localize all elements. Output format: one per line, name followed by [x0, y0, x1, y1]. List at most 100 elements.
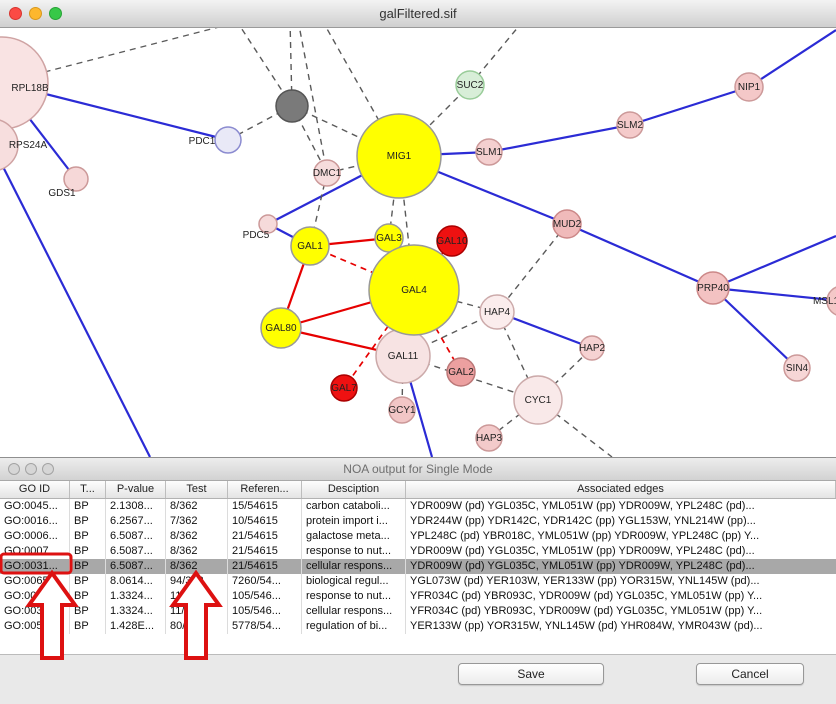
graph-node-HAP3[interactable]	[475, 424, 503, 452]
graph-node-SIN4[interactable]	[783, 354, 811, 382]
graph-node-SUC2[interactable]	[455, 70, 485, 100]
graph-edge-pp[interactable]	[712, 234, 836, 290]
graph-node-unlabeled[interactable]	[275, 89, 309, 123]
minimize-button[interactable]	[29, 7, 42, 20]
column-header-2[interactable]: P-value	[106, 481, 166, 498]
column-header-0[interactable]: GO ID	[0, 481, 70, 498]
cell-edges: YDR009W (pd) YGL035C, YML051W (pp) YDR00…	[410, 545, 755, 557]
cell-description: carbon cataboli...	[302, 499, 406, 514]
cell-p_value: 1.3324...	[106, 604, 166, 619]
cell-go_id: GO:0045...	[0, 499, 70, 514]
cell-test: 94/362	[166, 574, 228, 589]
network-window-title: galFiltered.sif	[379, 6, 457, 21]
column-header-3[interactable]: Test	[166, 481, 228, 498]
graph-edge-pd[interactable]	[291, 105, 400, 157]
graph-node-HAP2[interactable]	[579, 335, 605, 361]
cell-description: response to nut...	[302, 544, 406, 559]
column-header-6[interactable]: Associated edges	[406, 481, 836, 498]
cell-type: BP	[70, 559, 106, 574]
cell-go_id: GO:0006...	[0, 529, 70, 544]
graph-node-GAL1[interactable]	[290, 226, 330, 266]
graph-edge-pp[interactable]	[712, 287, 798, 369]
network-window-titlebar[interactable]: galFiltered.sif	[0, 0, 836, 28]
graph-edge-hld[interactable]	[343, 289, 415, 389]
graph-node-PDC1[interactable]	[214, 126, 242, 154]
graph-node-MSL1[interactable]	[826, 286, 836, 316]
cell-reference: 105/546...	[228, 589, 302, 604]
graph-node-label: GAL1	[297, 241, 323, 252]
save-button[interactable]: Save	[458, 663, 604, 685]
graph-node-GAL2[interactable]	[446, 357, 476, 387]
zoom-button[interactable]	[49, 7, 62, 20]
graph-edge-pd[interactable]	[298, 28, 328, 174]
graph-node-CYC1[interactable]	[513, 375, 563, 425]
graph-node-label: RPL18B	[11, 83, 49, 94]
graph-node-GAL4[interactable]	[368, 244, 460, 336]
graph-node-label: CYC1	[525, 395, 552, 406]
graph-node-label: SLM2	[617, 120, 644, 131]
graph-edge-pp[interactable]	[629, 85, 750, 127]
cell-p_value: 6.5087...	[106, 559, 166, 574]
graph-node-RPS24A[interactable]	[0, 119, 19, 171]
graph-node-HAP4[interactable]	[479, 294, 515, 330]
graph-node-DMC1[interactable]	[313, 159, 341, 187]
cell-edges: YDR009W (pd) YGL035C, YML051W (pp) YDR00…	[410, 500, 755, 512]
graph-edge-pp[interactable]	[566, 222, 714, 290]
graph-node-label: GCY1	[388, 405, 416, 416]
cell-description: biological regul...	[302, 574, 406, 589]
graph-edge-pp[interactable]	[712, 286, 836, 302]
graph-node-PDC5[interactable]	[258, 214, 278, 234]
graph-edge-pd[interactable]	[496, 223, 568, 313]
graph-edge-pp[interactable]	[748, 29, 836, 88]
graph-edge-hld[interactable]	[309, 245, 415, 291]
graph-node-label: PDC5	[243, 230, 270, 241]
traffic-lights-inactive	[8, 463, 54, 475]
column-header-4[interactable]: Referen...	[228, 481, 302, 498]
minimize-button[interactable]	[25, 463, 37, 475]
column-header-1[interactable]: T...	[70, 481, 106, 498]
graph-node-GAL7[interactable]	[330, 374, 358, 402]
graph-node-GAL80[interactable]	[260, 307, 302, 349]
graph-node-label: SIN4	[786, 363, 809, 374]
cancel-button[interactable]: Cancel	[696, 663, 804, 685]
graph-node-label: GAL80	[265, 323, 297, 334]
close-button[interactable]	[9, 7, 22, 20]
graph-node-PRP40[interactable]	[696, 271, 730, 305]
graph-node-label: SLM1	[476, 147, 503, 158]
noa-window-titlebar[interactable]: NOA output for Single Mode	[0, 458, 836, 481]
graph-edge-pp[interactable]	[0, 145, 151, 458]
cell-go_id: GO:0007...	[0, 589, 70, 604]
graph-node-label: GAL4	[401, 285, 427, 296]
graph-node-MUD2[interactable]	[552, 209, 582, 239]
graph-node-GDS1[interactable]	[63, 166, 89, 192]
graph-edge-pp[interactable]	[488, 123, 631, 154]
graph-node-SLM1[interactable]	[475, 138, 503, 166]
graph-edge-pd[interactable]	[1, 28, 246, 84]
cell-test: 11/362	[166, 604, 228, 619]
graph-node-label: GAL2	[448, 367, 474, 378]
cell-edges: YER133W (pp) YOR315W, YNL145W (pd) YHR08…	[410, 620, 763, 632]
graph-node-GCY1[interactable]	[388, 396, 416, 424]
graph-edge-pd[interactable]	[322, 28, 400, 157]
zoom-button[interactable]	[42, 463, 54, 475]
graph-node-label: MIG1	[387, 151, 412, 162]
graph-node-MIG1[interactable]	[356, 113, 442, 199]
graph-node-NIP1[interactable]	[734, 72, 764, 102]
cell-edges: YDR244W (pp) YDR142C, YDR142C (pp) YGL15…	[410, 515, 756, 527]
column-header-5[interactable]: Desciption	[302, 481, 406, 498]
graph-node-GAL10[interactable]	[436, 225, 468, 257]
graph-node-SLM2[interactable]	[616, 111, 644, 139]
close-button[interactable]	[8, 463, 20, 475]
cell-edges: YPL248C (pd) YBR018C, YML051W (pp) YDR00…	[410, 530, 760, 542]
